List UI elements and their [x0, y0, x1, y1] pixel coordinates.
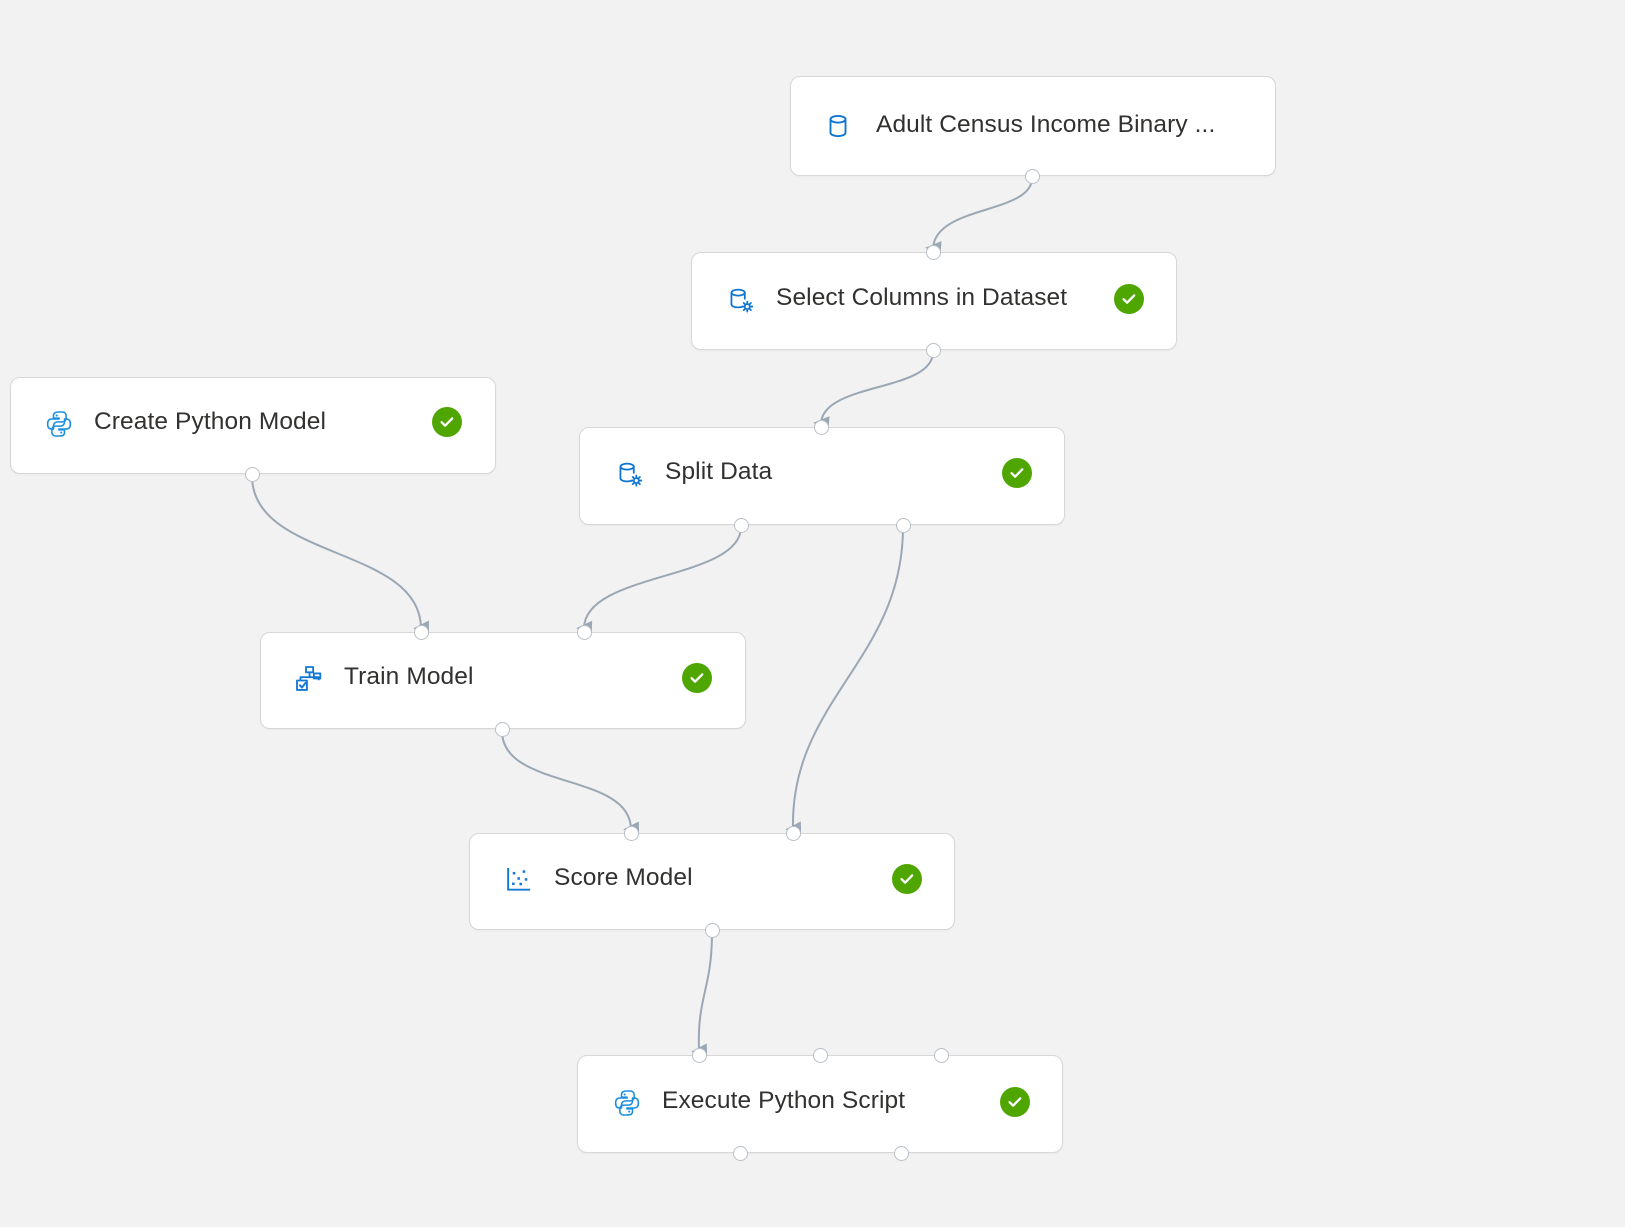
- status-badge-completed: [892, 864, 922, 894]
- node-input-port[interactable]: [576, 624, 592, 640]
- node-title: Create Python Model: [94, 408, 327, 435]
- node-output-port[interactable]: [925, 342, 941, 358]
- database-icon: [820, 108, 856, 144]
- node-output-port[interactable]: [733, 517, 749, 533]
- pipeline-edge[interactable]: [813, 351, 934, 432]
- scatter-plot-icon: [501, 862, 537, 898]
- status-badge-completed: [1002, 458, 1032, 488]
- node-output-port[interactable]: [244, 466, 260, 482]
- pipeline-node-train-model[interactable]: [260, 632, 746, 729]
- node-title: Execute Python Script: [662, 1087, 906, 1114]
- status-badge-completed: [432, 407, 462, 437]
- status-badge-completed: [682, 663, 712, 693]
- python-icon: [41, 406, 77, 442]
- pipeline-edge[interactable]: [501, 730, 640, 837]
- node-title: Score Model: [554, 864, 693, 891]
- node-title: Train Model: [344, 663, 474, 690]
- python-icon: [609, 1085, 645, 1121]
- pipeline-node-create-python-model[interactable]: [10, 377, 496, 474]
- node-output-port[interactable]: [1024, 168, 1040, 184]
- pipeline-edge[interactable]: [576, 526, 742, 637]
- node-input-port[interactable]: [413, 624, 429, 640]
- pipeline-node-dataset[interactable]: [790, 76, 1276, 176]
- pipeline-node-split-data[interactable]: [579, 427, 1065, 525]
- pipeline-edge[interactable]: [691, 931, 713, 1059]
- node-title: Split Data: [665, 458, 773, 485]
- node-output-port[interactable]: [895, 517, 911, 533]
- node-output-port[interactable]: [893, 1145, 909, 1161]
- node-input-port[interactable]: [623, 825, 639, 841]
- node-input-port[interactable]: [933, 1047, 949, 1063]
- node-input-port[interactable]: [925, 244, 941, 260]
- train-model-icon: [291, 661, 327, 697]
- node-input-port[interactable]: [691, 1047, 707, 1063]
- node-input-port[interactable]: [812, 1047, 828, 1063]
- pipeline-edge[interactable]: [785, 526, 904, 837]
- database-gear-icon: [722, 282, 758, 318]
- status-badge-completed: [1000, 1087, 1030, 1117]
- node-output-port[interactable]: [704, 922, 720, 938]
- pipeline-edge[interactable]: [925, 177, 1033, 257]
- node-output-port[interactable]: [494, 721, 510, 737]
- node-title: Adult Census Income Binary ...: [876, 111, 1216, 138]
- pipeline-edge[interactable]: [251, 475, 430, 636]
- node-input-port[interactable]: [785, 825, 801, 841]
- status-badge-completed: [1114, 284, 1144, 314]
- node-output-port[interactable]: [732, 1145, 748, 1161]
- node-title: Select Columns in Dataset: [776, 284, 1068, 311]
- node-input-port[interactable]: [813, 419, 829, 435]
- database-gear-icon: [611, 456, 647, 492]
- pipeline-node-score-model[interactable]: [469, 833, 955, 930]
